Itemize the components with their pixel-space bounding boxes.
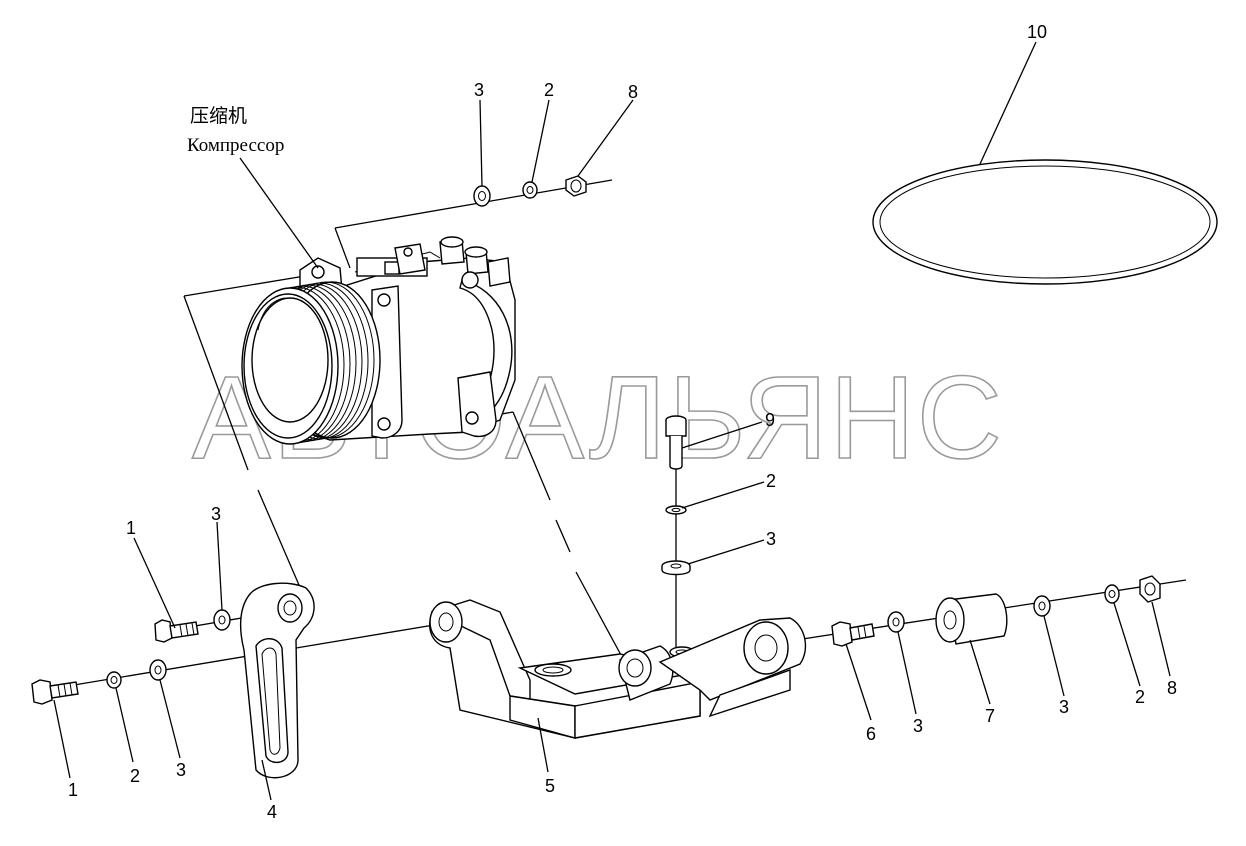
- left-fasteners: [31, 609, 231, 705]
- callout-labels: 3 2 8 10 9 2 3 1 3 1 2 3 4 5 6 3 7 3 2 8: [68, 22, 1177, 822]
- callout-1-upper: 1: [126, 518, 136, 538]
- callout-5: 5: [545, 776, 555, 796]
- callout-3-lower-left: 3: [176, 760, 186, 780]
- caption-russian: Компрессор: [187, 135, 284, 156]
- callout-9: 9: [765, 410, 775, 430]
- callout-3-right-b: 3: [1059, 697, 1069, 717]
- callout-2-right: 2: [1135, 687, 1145, 707]
- callout-1-lower: 1: [68, 780, 78, 800]
- belt-part-10: [872, 159, 1218, 285]
- callout-8-right: 8: [1167, 678, 1177, 698]
- callout-2-mid: 2: [766, 471, 776, 491]
- callout-4: 4: [267, 802, 277, 822]
- callout-3-upper-left: 3: [211, 504, 221, 524]
- compressor: [241, 236, 516, 445]
- callout-3-top: 3: [474, 80, 484, 100]
- compressor-caption: 压缩机 Компрессор: [187, 105, 319, 269]
- caption-chinese: 压缩机: [190, 105, 247, 127]
- mounting-bracket-part-5: [429, 599, 807, 739]
- callout-leaders: [53, 41, 1171, 801]
- callout-2-lower-left: 2: [130, 766, 140, 786]
- right-fasteners: [831, 575, 1161, 647]
- adjusting-arm-part-4: [239, 582, 315, 779]
- callout-2-top: 2: [544, 80, 554, 100]
- top-fasteners: [473, 175, 587, 207]
- callout-3-mid: 3: [766, 529, 776, 549]
- vertical-fasteners: [661, 415, 691, 576]
- callout-10: 10: [1027, 22, 1047, 42]
- callout-8-top: 8: [628, 82, 638, 102]
- callout-7: 7: [985, 706, 995, 726]
- callout-6: 6: [866, 724, 876, 744]
- callout-3-right-a: 3: [913, 716, 923, 736]
